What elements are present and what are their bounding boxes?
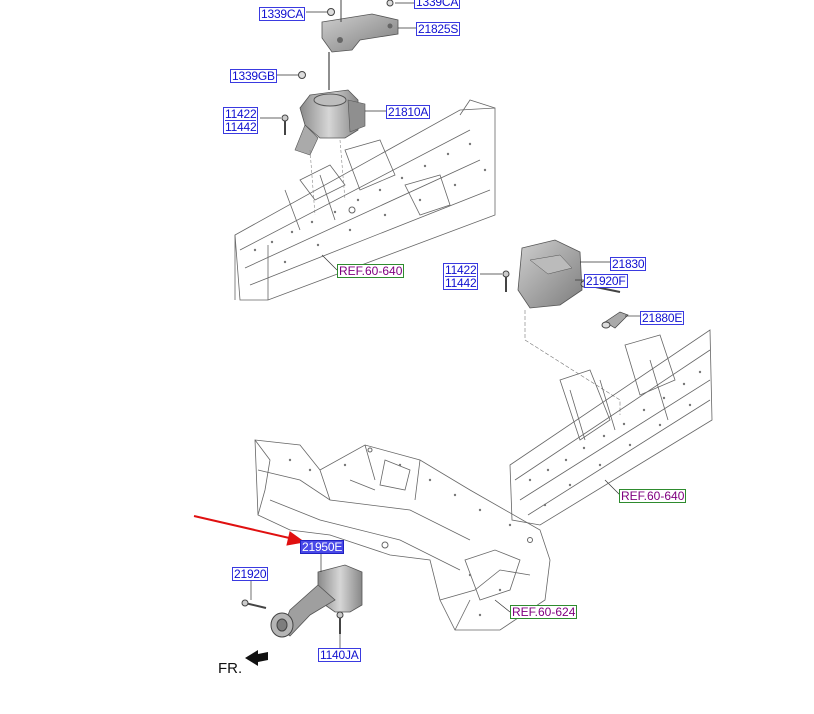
part-label-stack-right[interactable]: 11422 11442 (443, 263, 479, 290)
part-label-21880e[interactable]: 21880E (640, 311, 685, 325)
leader-lines-lower (250, 554, 511, 648)
part-label-21825s[interactable]: 21825S (416, 22, 461, 36)
part-label-stack-upper[interactable]: 11422 11442 (223, 107, 259, 134)
ref-label-60-640-upper[interactable]: REF.60-640 (337, 264, 405, 278)
part-label-21920f[interactable]: 21920F (584, 274, 628, 288)
part-label-11422-upper[interactable]: 11422 (225, 107, 257, 121)
leader-lines-upper (260, 2, 416, 271)
front-direction-arrow (245, 650, 268, 666)
part-label-11442-upper[interactable]: 11442 (225, 120, 257, 134)
part-label-21810a[interactable]: 21810A (386, 105, 431, 119)
part-label-1339ca-upper[interactable]: 1339CA (259, 7, 306, 21)
part-label-1339ca-top[interactable]: 1339CA (414, 0, 461, 9)
front-direction-label: FR. (218, 660, 243, 677)
part-label-21950e-selected[interactable]: 21950E (300, 540, 345, 554)
upper-frame-rail (234, 99, 496, 301)
front-subframe (254, 439, 551, 631)
right-frame-rail (509, 329, 713, 526)
transmission-mount (502, 239, 629, 415)
part-label-1140ja[interactable]: 1140JA (318, 648, 361, 662)
highlight-arrow (193, 515, 306, 546)
part-label-21830[interactable]: 21830 (610, 257, 647, 271)
ref-label-60-640-right[interactable]: REF.60-640 (619, 489, 687, 503)
lower-roll-rod-mount (241, 564, 363, 638)
ref-label-60-624[interactable]: REF.60-624 (510, 605, 578, 619)
part-label-11422-right[interactable]: 11422 (445, 263, 477, 277)
part-label-1339gb[interactable]: 1339GB (230, 69, 277, 83)
part-label-11442-right[interactable]: 11442 (445, 276, 477, 290)
leader-lines-right (480, 261, 640, 496)
part-label-21920[interactable]: 21920 (232, 567, 269, 581)
upper-engine-mount (281, 0, 399, 216)
